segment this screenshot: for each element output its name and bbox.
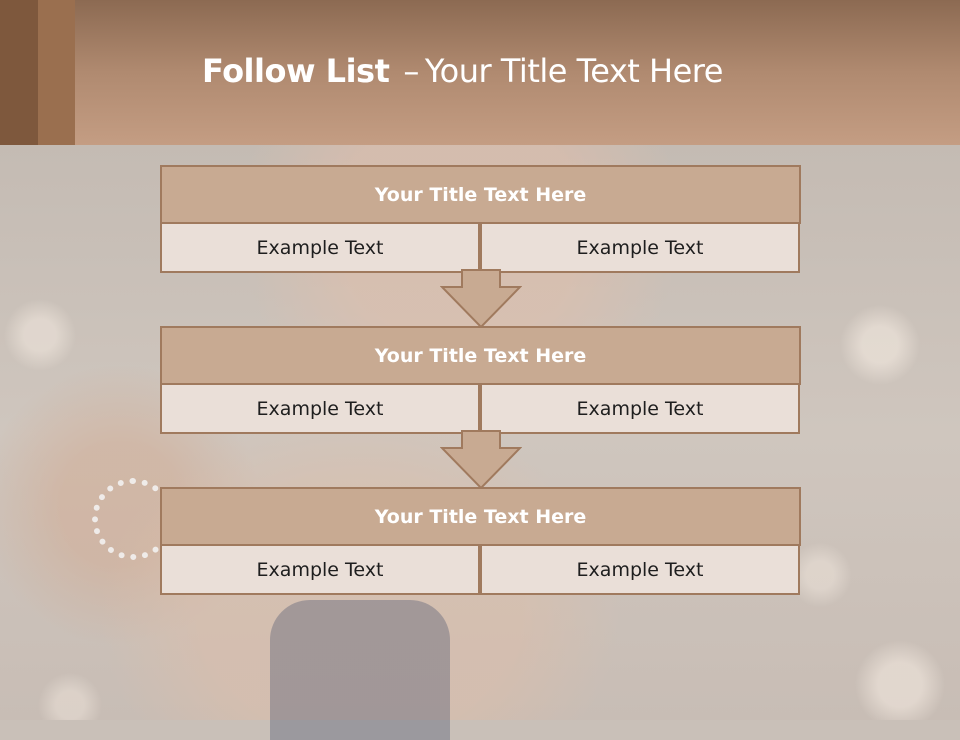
header-accent-strip <box>0 0 38 145</box>
step-cell-left[interactable]: Example Text <box>160 383 480 434</box>
title-separator: – <box>403 52 419 90</box>
title-bold: Follow List <box>202 52 390 90</box>
step-cell-left[interactable]: Example Text <box>160 544 480 595</box>
step-heading[interactable]: Your Title Text Here <box>160 165 801 224</box>
step-cell-right[interactable]: Example Text <box>480 383 800 434</box>
step-heading[interactable]: Your Title Text Here <box>160 326 801 385</box>
step-cell-left[interactable]: Example Text <box>160 222 480 273</box>
header-accent-strip <box>38 0 75 145</box>
slide-title[interactable]: Follow List–Your Title Text Here <box>202 52 723 102</box>
down-arrow-icon <box>440 430 522 490</box>
down-arrow-icon <box>440 269 522 329</box>
step-heading[interactable]: Your Title Text Here <box>160 487 801 546</box>
step-box[interactable]: Your Title Text Here Example Text Exampl… <box>160 165 801 273</box>
step-box[interactable]: Your Title Text Here Example Text Exampl… <box>160 326 801 434</box>
title-rest: Your Title Text Here <box>424 52 724 90</box>
step-cell-right[interactable]: Example Text <box>480 544 800 595</box>
step-cell-right[interactable]: Example Text <box>480 222 800 273</box>
header-band <box>0 0 960 145</box>
background-dress <box>270 600 450 740</box>
step-box[interactable]: Your Title Text Here Example Text Exampl… <box>160 487 801 595</box>
